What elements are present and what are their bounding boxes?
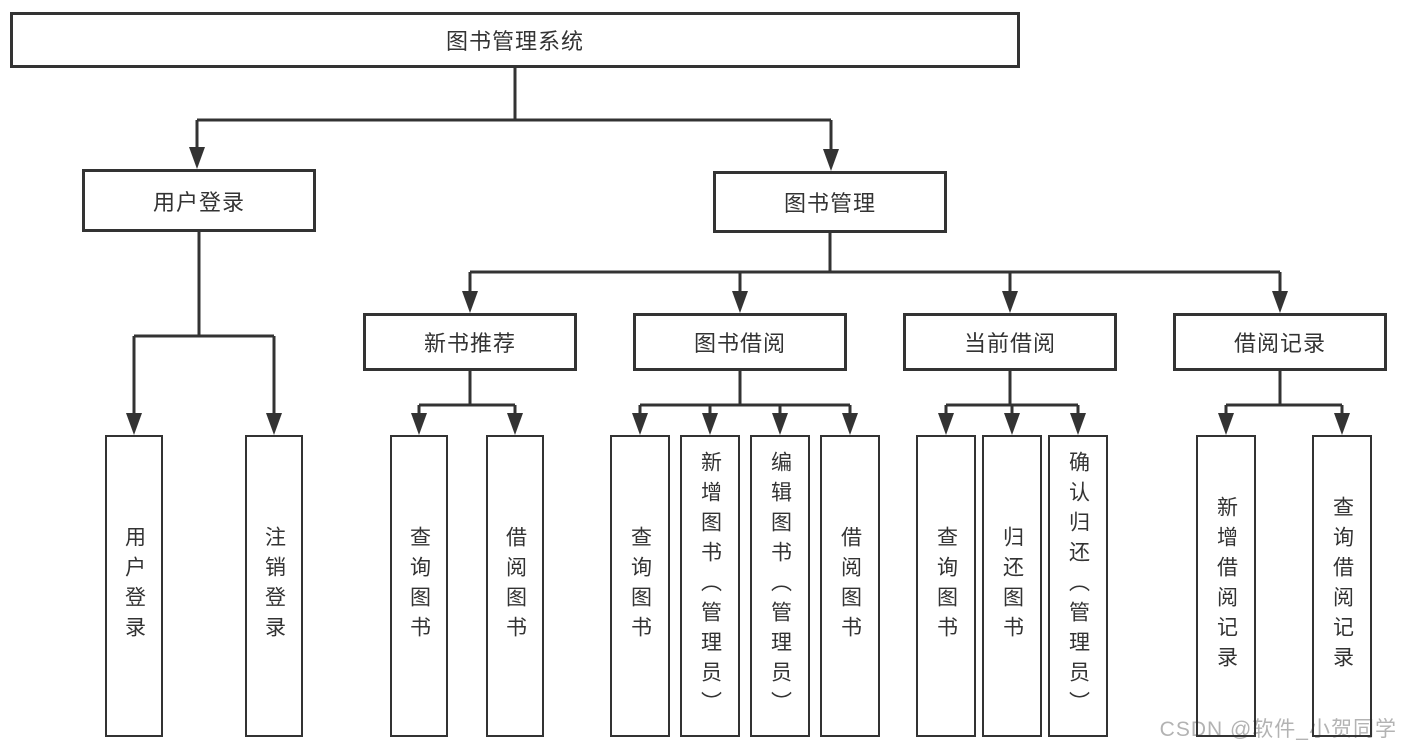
leaf-logout: 注销登录 — [245, 435, 303, 737]
node-book-management-label: 图书管理 — [783, 191, 876, 216]
node-root-label: 图书管理系统 — [445, 29, 584, 54]
node-new-book-recommend-label: 新书推荐 — [423, 331, 516, 356]
node-current-borrow-label: 当前借阅 — [963, 331, 1056, 356]
leaf-confirm-return-admin: 确认归还（管理员） — [1048, 435, 1108, 737]
node-book-management: 图书管理 — [713, 171, 947, 233]
node-borrow-record: 借阅记录 — [1173, 313, 1387, 371]
leaf-return-book: 归还图书 — [982, 435, 1042, 737]
leaf-add-book-admin: 新增图书（管理员） — [680, 435, 740, 737]
node-user-login: 用户登录 — [82, 169, 316, 232]
leaf-add-borrow-record: 新增借阅记录 — [1196, 435, 1256, 737]
node-book-borrow-label: 图书借阅 — [693, 331, 786, 356]
leaf-query-book-current: 查询图书 — [916, 435, 976, 737]
leaf-borrow-book-recommend: 借阅图书 — [486, 435, 544, 737]
node-book-borrow: 图书借阅 — [633, 313, 847, 371]
csdn-watermark: CSDN @软件_小贺同学 — [1159, 718, 1397, 741]
node-borrow-record-label: 借阅记录 — [1233, 331, 1326, 356]
leaf-query-book-recommend: 查询图书 — [390, 435, 448, 737]
node-new-book-recommend: 新书推荐 — [363, 313, 577, 371]
arrowheads — [126, 147, 1350, 435]
node-root-system: 图书管理系统 — [10, 12, 1020, 68]
node-current-borrow: 当前借阅 — [903, 313, 1117, 371]
leaf-query-book-borrow: 查询图书 — [610, 435, 670, 737]
node-user-login-label: 用户登录 — [152, 189, 245, 215]
leaf-user-login: 用户登录 — [105, 435, 163, 737]
leaf-borrow-book: 借阅图书 — [820, 435, 880, 737]
leaf-edit-book-admin: 编辑图书（管理员） — [750, 435, 810, 737]
leaf-query-borrow-record: 查询借阅记录 — [1312, 435, 1372, 737]
